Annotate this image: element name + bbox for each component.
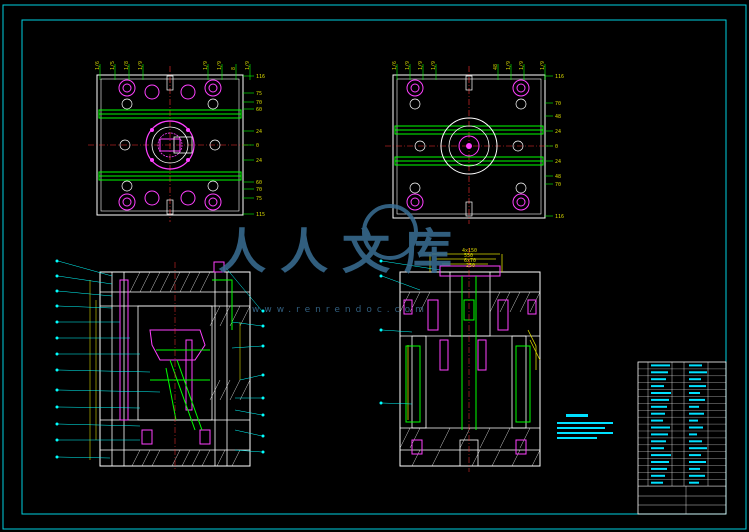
parts-list-entry bbox=[689, 385, 706, 388]
tl-right-dim-1: 116 bbox=[256, 74, 265, 80]
parts-list-entry bbox=[651, 364, 670, 367]
tl-right-dim-4: 60 bbox=[256, 107, 262, 113]
parts-list-entry bbox=[689, 371, 707, 374]
parts-list-entry bbox=[651, 447, 664, 450]
tr-right-dim-1: 116 bbox=[555, 74, 564, 80]
parts-list-entry bbox=[689, 405, 699, 408]
top-right-plan-view: 1/6 1/9 1/9 1/9 48 1/9 1/9 1/9 116 70 48… bbox=[385, 61, 564, 224]
tl-top-dim-1: 1/6 bbox=[95, 61, 101, 70]
sec-right-dim-1: 4x150 bbox=[462, 248, 477, 254]
parts-list-entry bbox=[689, 378, 701, 381]
parts-list-entry bbox=[689, 419, 698, 422]
tl-right-dim-10: 75 bbox=[256, 196, 262, 202]
tr-right-dim-2: 70 bbox=[555, 101, 561, 107]
tr-top-dim-8: 1/9 bbox=[540, 61, 546, 70]
title-block bbox=[637, 361, 727, 515]
tr-right-dim-5: 0 bbox=[555, 144, 558, 150]
tr-top-dim-3: 1/9 bbox=[418, 61, 424, 70]
parts-list-entry bbox=[689, 364, 702, 367]
parts-list-entry bbox=[651, 454, 671, 457]
parts-list-entry bbox=[689, 433, 697, 436]
parts-list-entry bbox=[651, 426, 670, 429]
parts-list-entry bbox=[651, 461, 669, 463]
parts-list-entry bbox=[689, 474, 705, 477]
watermark-text: 人人文库 bbox=[218, 224, 466, 280]
tl-right-dim-5: 24 bbox=[256, 129, 262, 135]
tr-right-dim-8: 70 bbox=[555, 182, 561, 188]
parts-list-entry bbox=[651, 385, 664, 388]
top-left-plan-view: 1/6 1/5 1/8 1/9 1/9 1/9 8 1/9 116 75 70 … bbox=[88, 61, 265, 222]
parts-list-entry bbox=[651, 467, 667, 470]
parts-list-entry bbox=[651, 433, 668, 436]
parts-list-entry bbox=[651, 398, 669, 401]
bottom-right-section-view: 4x150 550 6x70 250 bbox=[379, 248, 541, 472]
tr-right-dim-9: 116 bbox=[555, 214, 564, 220]
parts-list-entry bbox=[651, 419, 663, 422]
parts-list-entry bbox=[651, 481, 663, 484]
tr-right-dim-6: 24 bbox=[555, 159, 561, 165]
tl-top-dim-7: 8 bbox=[231, 67, 237, 70]
tl-top-dim-4: 1/9 bbox=[138, 61, 144, 70]
parts-list-entry bbox=[689, 398, 705, 401]
tl-top-dim-8: 1/9 bbox=[245, 61, 251, 70]
parts-list-entry bbox=[689, 481, 699, 484]
watermark: 人人文库 www.renrendoc.com bbox=[218, 204, 466, 315]
parts-list-entry bbox=[651, 440, 666, 443]
bottom-left-section-view bbox=[55, 259, 265, 470]
parts-list-entry bbox=[651, 392, 671, 394]
tl-top-dim-2: 1/5 bbox=[110, 61, 116, 70]
parts-list-entry bbox=[689, 440, 702, 443]
sec-right-dim-3: 6x70 bbox=[464, 258, 476, 264]
tr-top-dim-5: 48 bbox=[493, 64, 499, 70]
parts-list-entry bbox=[689, 454, 701, 457]
parts-list-entry bbox=[689, 447, 707, 450]
parts-list-entry bbox=[689, 392, 700, 394]
sec-right-dim-4: 250 bbox=[466, 263, 475, 269]
tl-top-dim-6: 1/9 bbox=[217, 61, 223, 70]
tr-top-dim-6: 1/9 bbox=[506, 61, 512, 70]
parts-list-entry bbox=[689, 461, 706, 463]
tr-right-dim-4: 24 bbox=[555, 129, 561, 135]
tr-right-dim-3: 48 bbox=[555, 114, 561, 120]
parts-list-entry bbox=[689, 467, 700, 470]
parts-list-entry bbox=[651, 412, 665, 415]
parts-list-entry bbox=[651, 378, 666, 381]
watermark-url: www.renrendoc.com bbox=[252, 305, 429, 315]
parts-list-entry bbox=[689, 426, 703, 429]
tl-right-dim-2: 75 bbox=[256, 91, 262, 97]
parts-list-entry bbox=[689, 412, 704, 415]
tl-right-dim-3: 70 bbox=[256, 100, 262, 106]
tl-top-dim-5: 1/9 bbox=[203, 61, 209, 70]
tr-top-dim-7: 1/9 bbox=[519, 61, 525, 70]
parts-list-entry bbox=[651, 405, 667, 408]
tr-right-dim-7: 48 bbox=[555, 174, 561, 180]
tl-right-dim-8: 60 bbox=[256, 180, 262, 186]
parts-list-entry bbox=[651, 371, 668, 374]
tl-right-dim-11: 115 bbox=[256, 212, 265, 218]
tl-right-dim-9: 70 bbox=[256, 187, 262, 193]
parts-list-entry bbox=[651, 474, 665, 477]
tr-top-dim-1: 1/6 bbox=[392, 61, 398, 70]
tl-top-dim-3: 1/8 bbox=[124, 61, 130, 70]
inner-frame bbox=[21, 19, 727, 515]
technical-notes bbox=[557, 414, 613, 439]
outer-frame bbox=[2, 4, 747, 530]
tr-top-dim-2: 1/9 bbox=[405, 61, 411, 70]
tr-top-dim-4: 1/9 bbox=[431, 61, 437, 70]
tl-right-dim-7: 24 bbox=[256, 158, 262, 164]
watermark-logo-ring bbox=[362, 204, 418, 260]
sec-right-dim-2: 550 bbox=[464, 253, 473, 259]
tl-right-dim-6: 0 bbox=[256, 143, 259, 149]
